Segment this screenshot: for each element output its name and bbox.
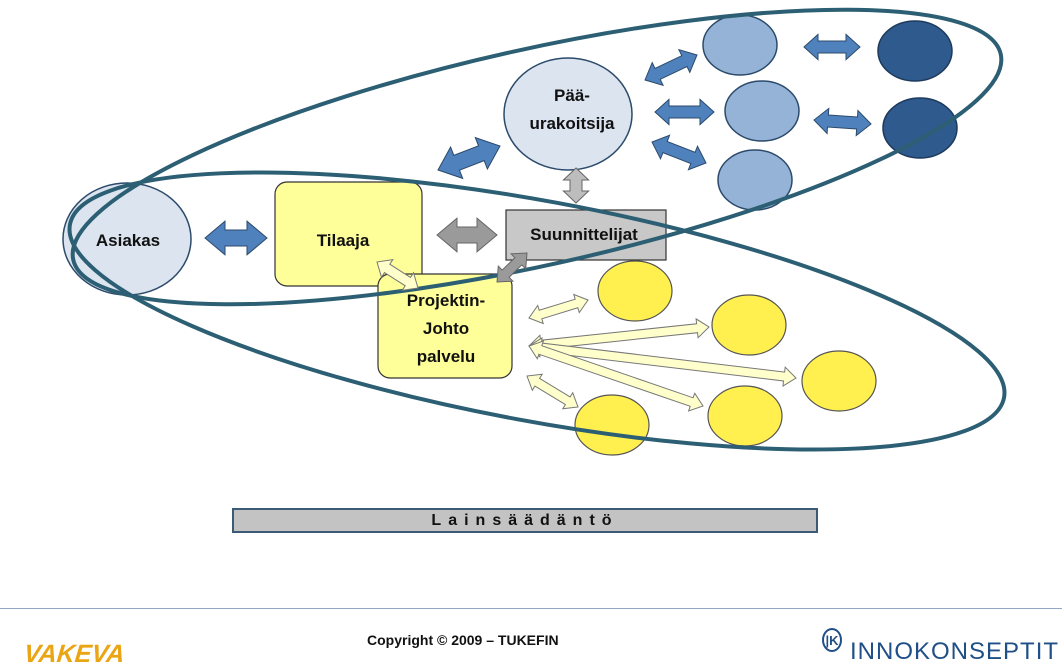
innokonseptit-logo-text: INNOKONSEPTIT [850,638,1060,665]
suunnittelijat-label: Suunnittelijat [530,225,638,244]
paaurakoitsija-label-line1: Pää- [554,86,590,105]
innokonseptit-logo: |K INNOKONSEPTIT [822,628,1059,666]
paaurakoitsija-sub2-arrow [654,98,715,126]
subcontractor-circle [724,80,800,142]
projektinjohto-consultant1-arrow [528,293,589,325]
paaurakoitsija-sub1-arrow [644,48,698,87]
asiakas-tilaaja-arrow [204,220,268,256]
projektinjohto-consultant5-arrow [528,340,704,412]
copyright-text: Copyright © 2009 – TUKEFIN [367,632,559,648]
consultant-circle [801,350,877,412]
paaurakoitsija-label-line2: urakoitsija [529,114,615,133]
footer-divider [0,608,1062,609]
sub-subcontractor-circle [877,20,953,82]
projektinjohto-label-line2: Johto [423,319,469,338]
tilaaja-label: Tilaaja [317,231,370,250]
paaurakoitsija-node [503,57,633,171]
projektinjohto-label-line1: Projektin- [407,291,485,310]
consultant-circle [597,260,673,322]
projektinjohto-box [377,273,513,379]
tilaaja-box [274,181,423,287]
paaurakoitsija-sub3-arrow [651,134,707,171]
paaurakoitsija-suunnittelijat-arrow [562,167,590,204]
lower-group-ellipse [67,170,1007,452]
tilaaja-projektinjohto-arrow [376,258,419,292]
sub1-subsub1-arrow [803,33,861,61]
sub-subcontractor-circle [882,97,958,159]
suunnittelijat-projektinjohto-arrow [496,252,528,283]
connection-arrows [204,33,872,412]
consultant-circle [707,385,783,447]
consultant-circle [711,294,787,356]
upper-group-ellipse [70,7,1004,307]
tilaaja-paaurakoitsija-arrow [437,136,501,180]
sub2-subsub2-arrow [813,107,872,137]
vakeva-logo: VAKEVA [22,640,127,668]
legislation-bar: Lainsäädäntö [232,508,818,533]
subcontractor-circle [702,14,778,76]
asiakas-label: Asiakas [96,231,160,250]
tilaaja-suunnittelijat-arrow [436,217,498,253]
consultant-circle [574,394,650,456]
innokonseptit-mark-icon: |K [822,628,842,652]
projektinjohto-consultant4-arrow [526,373,579,410]
projektinjohto-label-line3: palvelu [417,347,476,366]
